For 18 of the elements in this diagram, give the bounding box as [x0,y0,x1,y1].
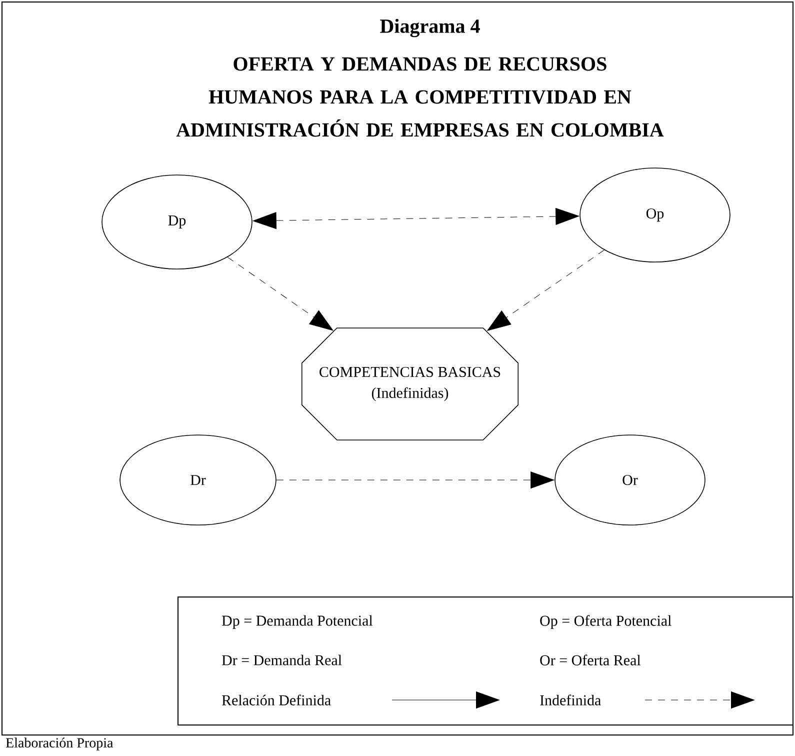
legend-text: Indefinida [540,694,601,706]
title: Diagrama 4 [380,18,480,38]
arrow [252,208,580,230]
legend-text: Op = Oferta Potencial [540,615,672,629]
legend-text: Dp = Demanda Potencial [222,615,373,629]
octagon-node: COMPETENCIAS BASICAS (Indefinidas) [301,328,519,440]
ellipse-node: Op [580,168,730,262]
arrow [276,472,554,488]
caption: Elaboración Propia [6,738,114,750]
heading: OFERTA Y DEMANDAS DE RECURSOS HUMANOS PARA LA COMPETITIVIDAD EN ADMINISTRACIÓN DE EMPRESAS EN COLOMBIA [176,57,664,137]
arrow [487,250,604,331]
ellipse-node: Dr [120,434,276,526]
ellipse-node: Or [554,434,706,526]
arrow [227,256,334,331]
ellipse-node: Dp [102,174,252,270]
legend-text: Or = Oferta Real [540,654,641,666]
legend-text: Dr = Demanda Real [222,654,342,666]
legend-text: Relación Definida [222,694,331,706]
